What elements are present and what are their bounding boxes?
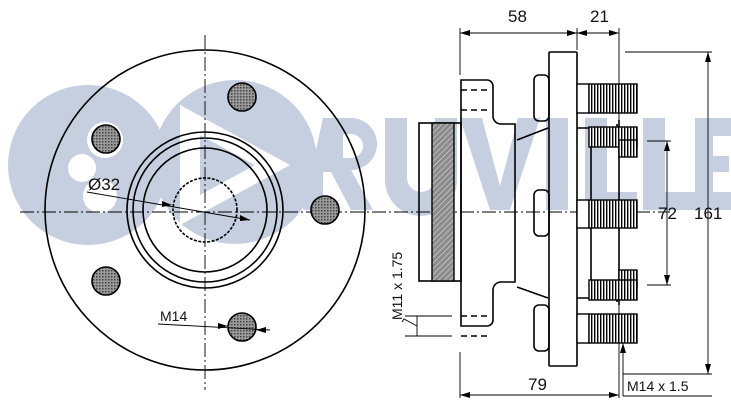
front-view: Ø32 M14 [20,35,372,390]
dimension-mount-thread: M11 x 1.75 [389,252,452,337]
side-view: 58 21 161 72 [372,7,722,398]
hub-ring-middle [132,137,278,283]
mount-thread-label: M11 x 1.75 [389,252,405,320]
dimension-161: 161 [625,51,722,375]
flange-lug [533,304,550,352]
mounting-flange [460,79,516,327]
flange-lug [533,74,550,122]
splined-bore [172,177,238,243]
flange-lug [533,189,550,237]
hub-ring-inner [142,147,268,273]
wheel-stud [588,126,638,158]
wheel-stud [576,199,638,229]
bore-diameter-label: Ø32 [88,175,120,194]
seal-hatch [431,122,455,282]
bolt-hole-icon [310,195,340,225]
watermark-logo-icon [8,80,317,245]
wheel-stud [588,269,638,301]
wheel-stud [576,313,638,344]
bolt-hole-icon [91,124,121,154]
dimension-58: 58 [459,7,578,75]
bolt-hole-icon [91,266,121,296]
hub-ring-outer [126,131,284,289]
dimension-label-79: 79 [528,375,547,394]
dimension-79: 79 [459,305,620,398]
stud-thread-label: M14 x 1.5 [627,378,689,394]
dimension-label-72: 72 [658,204,677,223]
bolt-hole-icon [227,312,257,342]
dimension-21: 21 [577,7,620,120]
stud-hole-leader [157,323,271,331]
wheel-stud [576,83,638,114]
bore-diameter-leader [86,191,251,221]
stud-hole-label: M14 [160,308,187,324]
dimension-label-21: 21 [590,7,609,26]
dimension-label-58: 58 [508,7,527,26]
flange-outline [44,49,366,371]
dimension-72: 72 [647,140,677,286]
bolt-hole-icon [227,82,257,112]
dimension-stud-thread: M14 x 1.5 [620,343,712,397]
dimension-label-161: 161 [694,204,722,223]
